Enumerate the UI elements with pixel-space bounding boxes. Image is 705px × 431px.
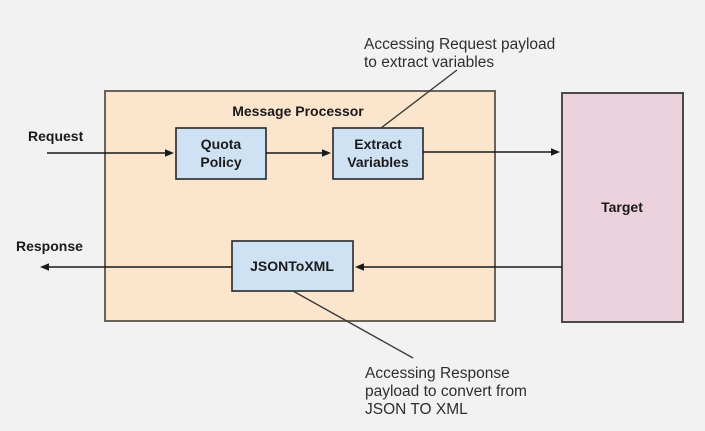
request-annotation-line1: Accessing Request payload	[364, 36, 555, 53]
request-label: Request	[28, 128, 84, 144]
target-box	[561, 92, 684, 323]
extract-to-target-arrow-head-icon	[551, 148, 560, 156]
quota-policy-label-line1: Quota	[201, 136, 242, 152]
response-annotation-line1: Accessing Response	[365, 365, 510, 382]
message-processor-title: Message Processor	[232, 103, 364, 119]
response-annotation-line2: payload to convert from	[365, 383, 527, 400]
target-to-json-arrow-head-icon	[355, 263, 364, 271]
request-annotation-pointer-line	[380, 69, 458, 129]
quota-policy-label-line2: Policy	[200, 154, 241, 170]
quota-policy-box	[175, 127, 267, 180]
request-annotation-line2: to extract variables	[364, 54, 494, 71]
json-to-xml-box	[231, 240, 354, 292]
request-arrow-head-icon	[165, 149, 174, 157]
response-annotation-line3: JSON TO XML	[365, 401, 468, 418]
target-label: Target	[601, 199, 643, 215]
json-to-xml-label: JSONToXML	[250, 258, 334, 274]
json-to-response-arrow-head-icon	[40, 263, 49, 271]
extract-variables-label-line2: Variables	[347, 154, 409, 170]
response-label: Response	[16, 238, 83, 254]
response-annotation-pointer-line	[292, 290, 414, 359]
quota-to-extract-arrow-head-icon	[322, 149, 331, 157]
extract-variables-box	[332, 127, 424, 180]
extract-variables-label-line1: Extract	[354, 136, 402, 152]
